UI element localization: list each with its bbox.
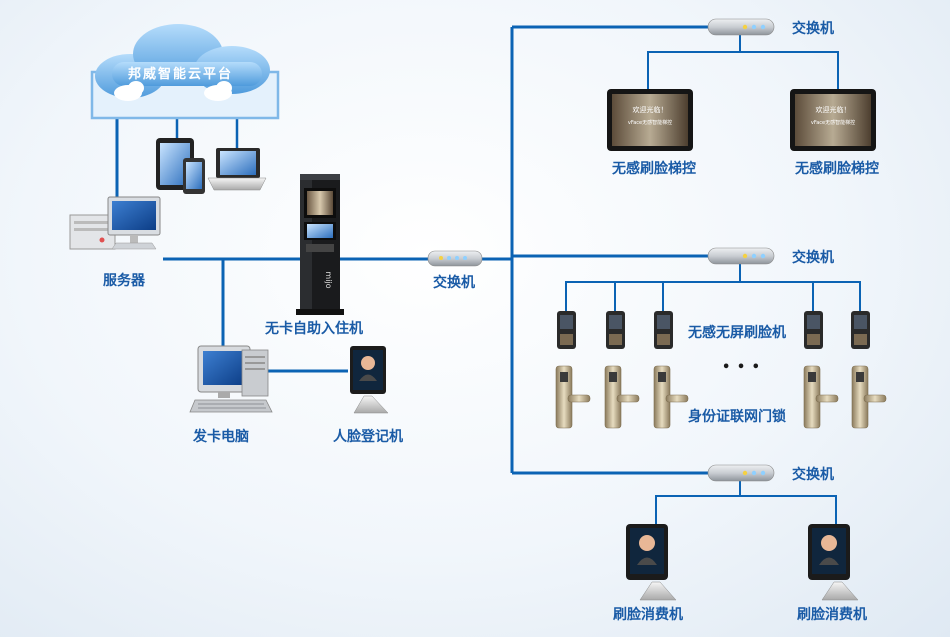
elevator-screen-2-subtitle: vFace无感智能梯控 xyxy=(811,119,855,126)
face-device-icon xyxy=(606,311,625,349)
card-pc-label: 发卡电脑 xyxy=(193,429,249,445)
door-lock-icon xyxy=(851,365,887,429)
cloud-icon xyxy=(114,81,232,101)
door-lock-row xyxy=(555,365,887,429)
switch-drop-lines xyxy=(565,35,861,525)
face-device-row xyxy=(557,311,870,349)
face-device-label: 无感无屏刷脸机 xyxy=(688,325,786,341)
consume-terminal-1-icon xyxy=(626,524,677,601)
switch-mid-icon xyxy=(707,247,775,265)
switch-top-icon xyxy=(707,18,775,36)
server-label: 服务器 xyxy=(103,273,145,289)
consume-terminal-2-icon xyxy=(808,524,859,601)
face-register-label: 人脸登记机 xyxy=(333,429,403,445)
elevator-control-1-label: 无感刷脸梯控 xyxy=(612,161,696,177)
center-switch-label: 交换机 xyxy=(433,275,475,291)
face-device-icon xyxy=(654,311,673,349)
elevator-screen-2-icon: 欢迎光临！ vFace无感智能梯控 xyxy=(790,89,876,151)
elevator-screen-1-subtitle: vFace无感智能梯控 xyxy=(628,119,672,126)
face-device-icon xyxy=(804,311,823,349)
cloud-platform-title: 邦威智能云平台 xyxy=(128,67,234,82)
phone-icon xyxy=(183,158,205,194)
kiosk-icon: mijo xyxy=(296,174,344,315)
face-register-icon xyxy=(350,346,389,414)
switch-bottom-icon xyxy=(707,464,775,482)
cloud-platform xyxy=(90,24,280,120)
kiosk-label: 无卡自助入住机 xyxy=(265,321,363,337)
consume-terminal-1-label: 刷脸消费机 xyxy=(613,607,683,623)
door-lock-icon xyxy=(653,365,689,429)
face-device-icon xyxy=(851,311,870,349)
face-device-icon xyxy=(557,311,576,349)
laptop-icon xyxy=(207,148,267,191)
server-icon xyxy=(69,196,161,250)
door-lock-label: 身份证联网门锁 xyxy=(688,409,786,425)
cloud-links xyxy=(115,118,239,150)
card-pc-icon xyxy=(189,345,273,413)
elevator-control-2-label: 无感刷脸梯控 xyxy=(795,161,879,177)
door-lock-icon xyxy=(604,365,640,429)
consume-terminal-2-label: 刷脸消费机 xyxy=(797,607,867,623)
more-devices-ellipsis: • • • xyxy=(722,360,761,375)
door-lock-icon xyxy=(803,365,839,429)
elevator-screen-1-icon: 欢迎光临！ vFace无感智能梯控 xyxy=(607,89,693,151)
switch-center-icon xyxy=(427,250,483,267)
kiosk-brand-label: mijo xyxy=(324,271,333,288)
connection-lines xyxy=(115,25,710,475)
switch-top-label: 交换机 xyxy=(792,21,834,37)
switch-mid-label: 交换机 xyxy=(792,250,834,266)
switch-bottom-label: 交换机 xyxy=(792,467,834,483)
elevator-screen-1-welcome: 欢迎光临！ xyxy=(633,105,668,114)
elevator-screen-2-welcome: 欢迎光临！ xyxy=(816,105,851,114)
door-lock-icon xyxy=(555,365,591,429)
